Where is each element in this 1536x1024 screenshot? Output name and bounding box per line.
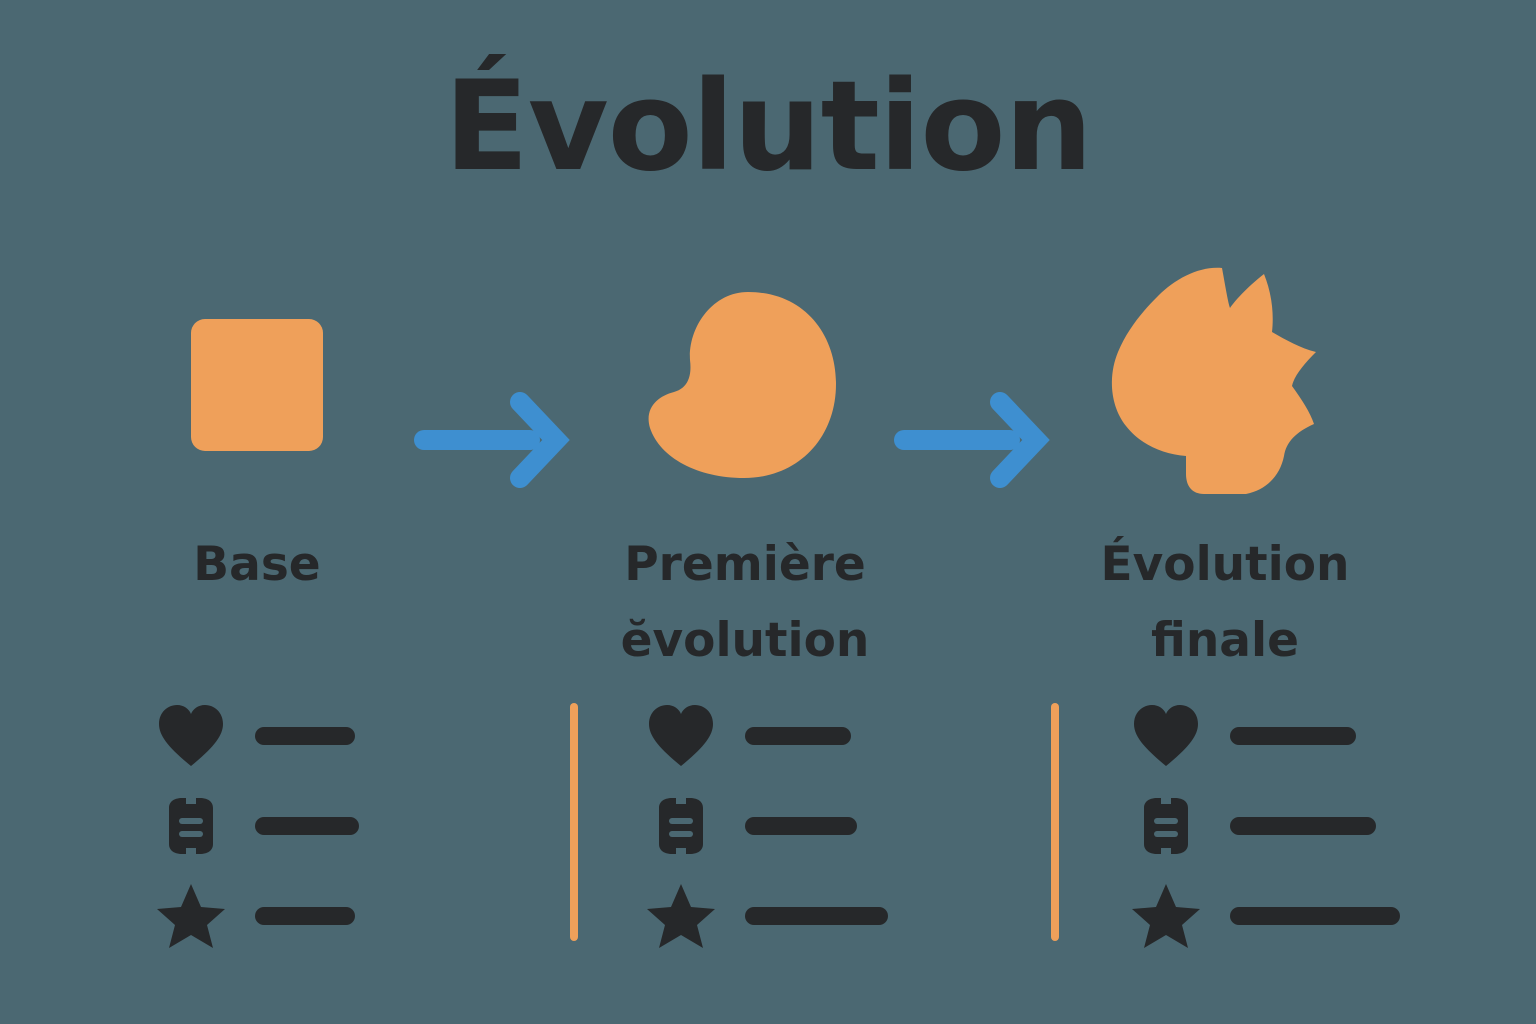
heart-icon — [159, 705, 223, 766]
column-divider-1 — [570, 703, 578, 941]
star-icon — [1132, 884, 1200, 948]
hp-bar — [255, 727, 355, 745]
stat-block-premiere-evolution — [645, 700, 975, 948]
stage-label-base-line-1: Base — [193, 537, 321, 592]
rounded-square-shape — [191, 319, 323, 451]
star-icon — [157, 884, 225, 948]
spiky-creature-shape — [1111, 267, 1316, 494]
stat-row — [155, 880, 355, 952]
stat-row — [645, 790, 857, 862]
stat-row — [155, 700, 355, 772]
stage-label-evolution-finale-line-2: finale — [1151, 613, 1299, 669]
attack-bar — [255, 817, 359, 835]
hp-bar — [745, 727, 851, 745]
stage-column-base — [92, 255, 422, 515]
attack-badge-icon — [1144, 798, 1188, 854]
attack-badge-icon — [659, 798, 703, 854]
column-divider-2 — [1051, 703, 1059, 941]
shape-slot-base — [92, 255, 422, 515]
page-title: Évolution — [444, 55, 1093, 199]
rarity-bar — [1230, 907, 1400, 925]
heart-icon — [1134, 705, 1198, 766]
hp-bar — [1230, 727, 1356, 745]
stat-block-base — [155, 700, 485, 948]
shape-slot-evolution-finale — [1055, 255, 1385, 515]
evolution-arrow-2 — [894, 392, 1050, 488]
attack-badge-icon — [169, 798, 213, 854]
stage-label-evolution-finale: Évolution finale — [1025, 527, 1425, 679]
stat-row — [645, 880, 888, 952]
attack-bar — [745, 817, 857, 835]
stat-row — [1130, 790, 1376, 862]
organic-blob-shape — [648, 292, 836, 478]
stage-label-base: Base — [57, 527, 457, 603]
heart-icon — [649, 705, 713, 766]
stage-column-evolution-finale — [1055, 255, 1385, 515]
evolution-arrow-1 — [414, 392, 570, 488]
shape-slot-premiere-evolution — [576, 255, 906, 515]
stat-row — [1130, 880, 1400, 952]
rarity-bar — [255, 907, 355, 925]
stat-block-evolution-finale — [1130, 700, 1460, 948]
stage-label-premiere-evolution-line-2: ĕvolution — [620, 613, 870, 669]
star-icon — [647, 884, 715, 948]
rarity-bar — [745, 907, 888, 925]
stage-label-evolution-finale-line-1: Évolution — [1100, 537, 1350, 592]
attack-bar — [1230, 817, 1376, 835]
stage-column-premiere-evolution — [576, 255, 906, 515]
stage-label-premiere-evolution: Première ĕvolution — [545, 527, 945, 679]
stat-row — [155, 790, 359, 862]
stage-label-premiere-evolution-line-1: Première — [624, 537, 866, 592]
stat-row — [645, 700, 851, 772]
stat-row — [1130, 700, 1356, 772]
